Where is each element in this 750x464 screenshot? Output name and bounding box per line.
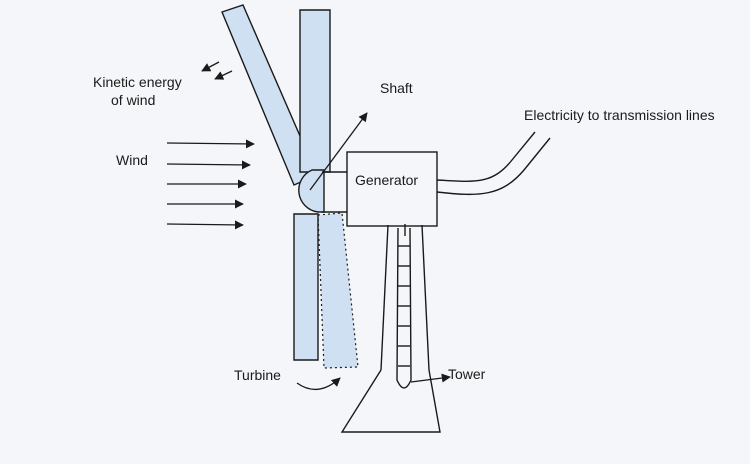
blade-upper-right [299,9,331,173]
label-tower: Tower [448,366,486,382]
blade-lower [293,213,319,361]
turbine-pointer-arrow [296,377,341,390]
shaft-pointer-arrow [309,112,368,191]
wind-arrows [166,139,255,230]
arrow-icon [166,220,244,230]
generator-box [346,151,438,227]
label-of-wind: of wind [111,92,155,108]
transmission-cable-lower [436,137,551,196]
arrow-icon [214,70,233,80]
label-wind: Wind [116,152,148,168]
label-kinetic-energy: Kinetic energy [93,74,182,90]
label-generator: Generator [355,172,418,188]
arrow-icon [166,160,251,170]
label-turbine: Turbine [234,367,281,383]
label-electricity: Electricity to transmission lines [524,107,715,123]
transmission-cable-upper [436,131,536,182]
tower-pointer-arrow [410,373,451,383]
arrow-icon [201,61,220,72]
arrow-icon [166,139,255,149]
kinetic-arrows [201,61,233,80]
rotating-blade-ghost [317,212,359,369]
tower [340,224,441,433]
label-shaft: Shaft [380,80,413,96]
